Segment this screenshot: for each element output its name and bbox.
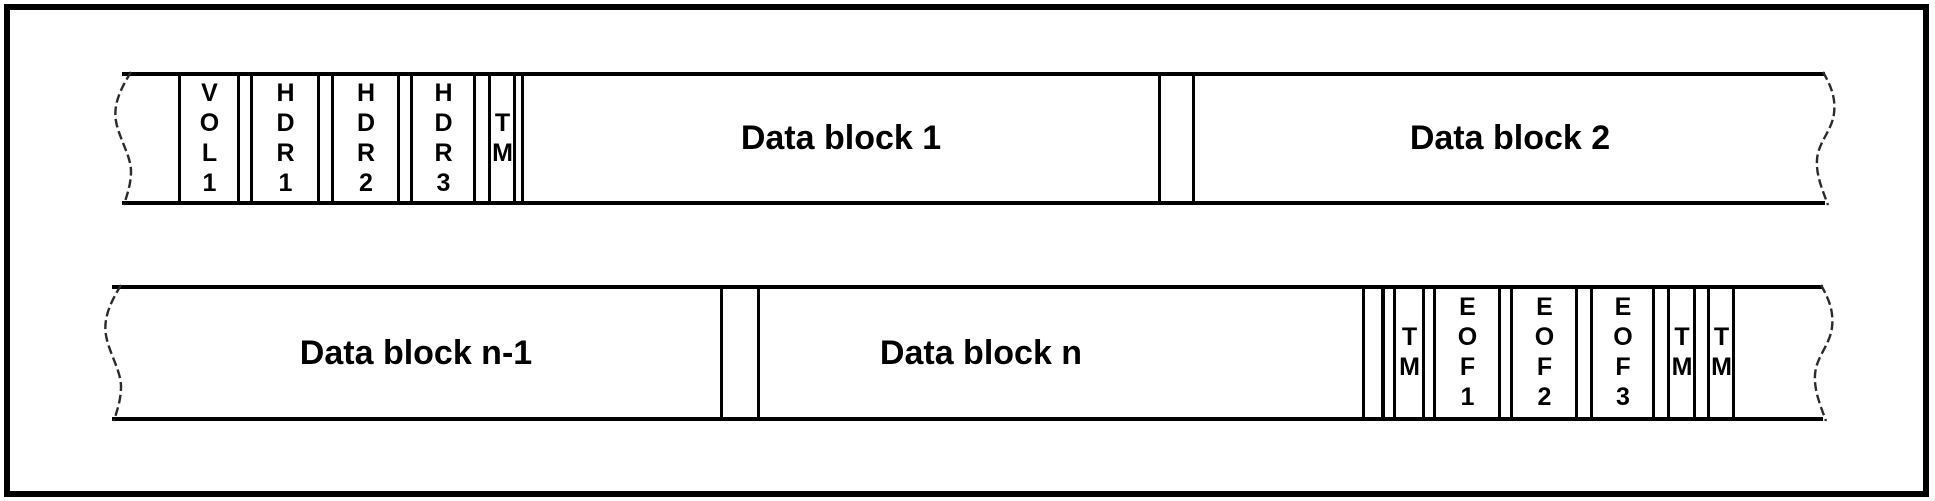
inter-record-gap: [476, 76, 488, 201]
eof2-label: EOF2: [1530, 293, 1559, 413]
segment-data-block-2: Data block 2: [1192, 76, 1825, 201]
inter-block-gap: [1161, 76, 1192, 201]
tape-mark-label: TM: [1395, 323, 1424, 383]
segment-tape-mark: TM: [1707, 289, 1736, 417]
data-block-n-1-label: Data block n-1: [299, 333, 533, 372]
inter-record-gap: [400, 76, 410, 201]
data-block-n-label: Data block n: [879, 333, 1083, 372]
record-divider-line: [1381, 289, 1385, 417]
inter-block-gap: [723, 289, 757, 417]
segment-eof3: EOF3: [1590, 289, 1655, 417]
segment-tape-mark: TM: [488, 76, 517, 201]
hdr3-label: HDR3: [429, 78, 458, 199]
data-block-2-label: Data block 2: [1409, 119, 1611, 157]
segment-tape-mark: TM: [1393, 289, 1425, 417]
tape-mark-label: TM: [1668, 323, 1696, 383]
segment-data-block-n: Data block n: [757, 289, 1365, 417]
segment-vol1: VOL1: [178, 76, 240, 201]
segment-eof2: EOF2: [1510, 289, 1578, 417]
hdr1-label: HDR1: [271, 78, 300, 199]
tape-mark-label: TM: [488, 108, 517, 169]
inter-record-gap: [1655, 289, 1667, 417]
inter-record-gap: [1425, 289, 1433, 417]
vol1-label: VOL1: [195, 78, 224, 199]
data-block-1-label: Data block 1: [740, 119, 942, 157]
inter-record-gap: [320, 76, 331, 201]
inter-record-gap: [1578, 289, 1590, 417]
eof3-label: EOF3: [1609, 293, 1637, 413]
segment-hdr1: HDR1: [250, 76, 320, 201]
segment-hdr2: HDR2: [331, 76, 400, 201]
segment-eof1: EOF1: [1433, 289, 1501, 417]
eof1-label: EOF1: [1453, 293, 1482, 413]
segment-hdr3: HDR3: [410, 76, 476, 201]
figure-border: VOL1 HDR1 HDR2 HDR3 TM Data block 1 Data…: [4, 4, 1929, 497]
segment-data-block-1: Data block 1: [521, 76, 1161, 201]
tape-leader: [122, 76, 178, 201]
segment-tape-mark: TM: [1667, 289, 1696, 417]
inter-record-gap: [1501, 289, 1510, 417]
tape-mark-label: TM: [1707, 323, 1736, 383]
hdr2-label: HDR2: [352, 78, 380, 199]
tape-beginning-strip: VOL1 HDR1 HDR2 HDR3 TM Data block 1 Data…: [114, 71, 1836, 206]
tape-trailer: [1735, 289, 1823, 417]
tape-end-strip: Data block n-1 Data block n TM EOF1 EOF2…: [104, 284, 1834, 422]
inter-record-gap: [1385, 289, 1393, 417]
inter-record-gap: [1696, 289, 1707, 417]
inter-record-gap: [240, 76, 250, 201]
inter-record-gap: [1365, 289, 1381, 417]
segment-data-block-n-1: Data block n-1: [112, 289, 723, 417]
